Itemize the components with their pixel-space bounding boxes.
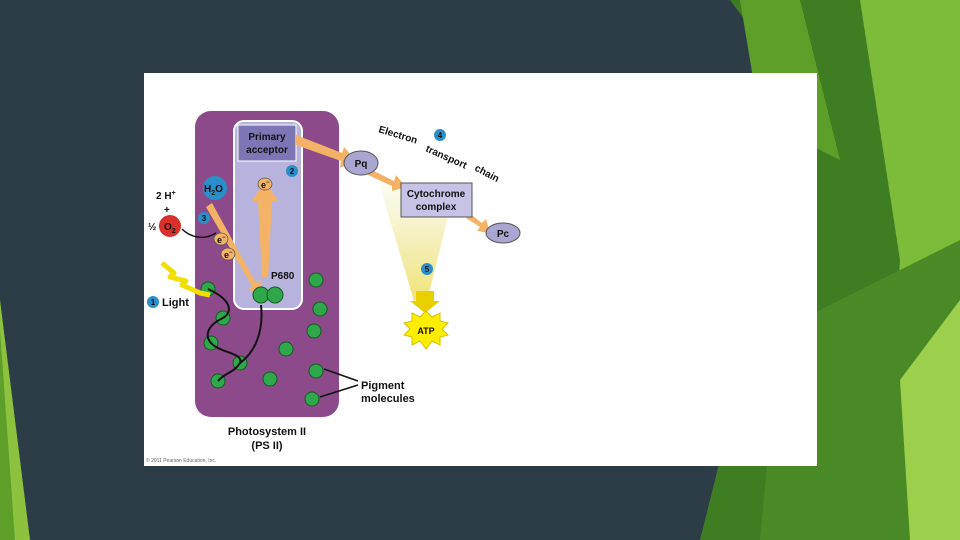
cytochrome-label: Cytochrome (407, 189, 466, 200)
step-badge-1 (147, 296, 159, 308)
pigment-molecule (278, 341, 294, 357)
primary-acceptor-label: Primary (248, 132, 286, 143)
energy-transfer-path (206, 288, 263, 382)
photosystem-label: (PS II) (251, 440, 283, 452)
photosystem-label: Photosystem II (228, 426, 306, 438)
atp-label: ATP (417, 326, 434, 336)
step-number: 5 (425, 265, 430, 274)
electron-label: e− (217, 235, 226, 245)
photosystem-diagram: Primary acceptor Pq Cytochrome complex P… (146, 111, 521, 464)
electron-label: e− (261, 180, 270, 190)
water-split-arrow (181, 228, 217, 239)
excitation-arrow (252, 181, 278, 278)
step-number: 4 (438, 131, 443, 140)
pigment-molecule (262, 371, 278, 387)
step-badge-2 (286, 165, 298, 177)
step-badge-3 (198, 212, 210, 224)
electron-arrow-to-cyt (368, 169, 406, 191)
pigment-molecule (308, 272, 324, 288)
primary-acceptor-box (237, 124, 297, 162)
electron (213, 232, 229, 246)
plus-sign: + (164, 205, 170, 216)
pigment-molecule (308, 363, 324, 379)
step-number: 2 (290, 167, 295, 176)
step-number: 3 (202, 214, 207, 223)
pigment-label: Pigment (361, 380, 405, 392)
p680-label: P680 (271, 271, 295, 282)
pigment-molecule (306, 323, 322, 339)
p680-molecule (266, 286, 284, 304)
o2-molecule (159, 215, 181, 237)
cytochrome-label: complex (416, 202, 457, 213)
electron-arrow-to-pc (466, 213, 490, 233)
step-badge-5 (421, 263, 433, 275)
bg-green-shard (900, 300, 960, 540)
pigment-callout-line (323, 368, 359, 382)
pq-carrier (343, 150, 379, 176)
electron (257, 177, 273, 191)
pigment-molecule (312, 301, 328, 317)
pigment-label: molecules (361, 393, 415, 405)
cytochrome-complex-box (400, 182, 473, 218)
water-electron-arrow (206, 203, 262, 295)
primary-acceptor-label: acceptor (246, 145, 288, 156)
etc-label: transport (424, 144, 469, 172)
hydrogen-label: 2 H+ (156, 190, 176, 202)
step-number: 1 (151, 298, 156, 307)
electron (220, 247, 236, 261)
diagram-image: Primary acceptor Pq Cytochrome complex P… (144, 73, 817, 466)
etc-label: chain (473, 163, 501, 185)
atp-starburst (403, 310, 449, 350)
pq-label: Pq (355, 159, 368, 170)
bg-green-shard (0, 330, 15, 540)
pc-carrier (485, 222, 521, 244)
step-badge-4 (434, 129, 446, 141)
pc-label: Pc (497, 229, 510, 240)
light-label: Light (162, 297, 189, 309)
pigment-callout-line (319, 384, 359, 398)
etc-label: Electron (377, 124, 418, 146)
light-bolt-icon (160, 261, 211, 298)
copyright-text: © 2011 Pearson Education, Inc. (146, 457, 216, 464)
h2o-label: H2O (204, 184, 223, 197)
o2-label: O2 (164, 222, 176, 235)
half-label: ½ (148, 222, 156, 233)
pigment-molecule (304, 391, 320, 407)
h2o-molecule (203, 176, 227, 200)
electron-label: e− (224, 250, 233, 260)
atp-arrow (410, 291, 440, 313)
electron-arrow-to-pq (296, 135, 356, 168)
